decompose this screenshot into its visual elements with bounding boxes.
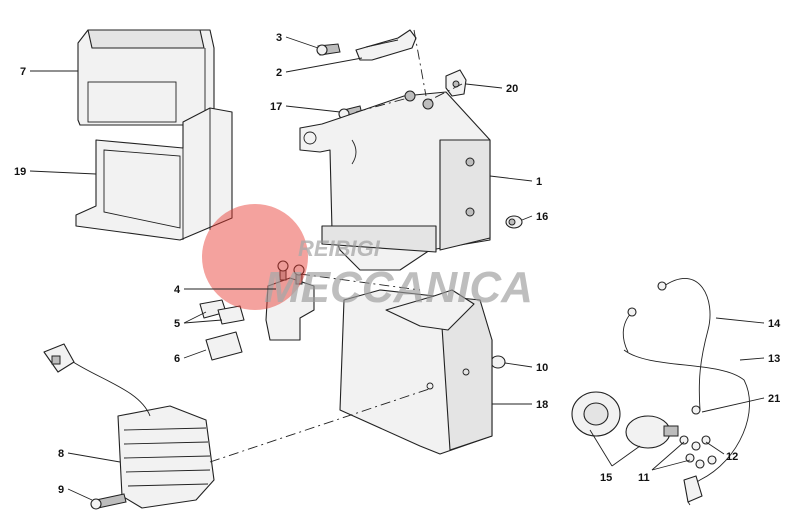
callout-9: 9 (58, 484, 64, 496)
battery-part (77, 29, 215, 126)
callout-18: 18 (536, 399, 548, 411)
callout-16: 16 (536, 211, 548, 223)
watermark-circle (202, 204, 308, 310)
watermark-logo: REIBIGI MECCANICA (202, 204, 533, 312)
callout-12: 12 (726, 451, 738, 463)
callout-19: 19 (14, 166, 26, 178)
callout-14: 14 (768, 318, 781, 330)
leader-lines (29, 36, 765, 501)
callout-5: 5 (174, 318, 180, 330)
callout-labels: 7 19 3 2 17 20 1 16 4 5 6 10 18 8 9 15 1… (14, 32, 781, 496)
relays-part (199, 299, 245, 361)
callout-21: 21 (768, 393, 780, 405)
callout-8: 8 (58, 448, 64, 460)
callout-13: 13 (768, 353, 780, 365)
callout-11: 11 (638, 472, 650, 484)
callout-1: 1 (536, 176, 542, 188)
main-bracket-part (299, 90, 491, 271)
callout-20: 20 (506, 83, 518, 95)
regulator-part (43, 343, 215, 510)
watermark-line1: REIBIGI (298, 236, 381, 261)
nut-clip-part (445, 69, 467, 97)
watermark-line2: MECCANICA (264, 263, 533, 312)
lower-plate-part (339, 289, 493, 455)
callout-3: 3 (276, 32, 282, 44)
callout-2: 2 (276, 67, 282, 79)
callout-17: 17 (270, 101, 282, 113)
wiring-harness-part (622, 278, 750, 506)
horn-part (571, 391, 679, 449)
clip-screw-part (316, 29, 417, 61)
assembly-lines (209, 29, 463, 463)
callout-4: 4 (174, 284, 181, 296)
callout-6: 6 (174, 353, 180, 365)
bush-16-part (505, 215, 523, 229)
callout-15: 15 (600, 472, 612, 484)
bush-10-part (490, 355, 506, 369)
callout-7: 7 (20, 66, 26, 78)
relay-holder-part (265, 260, 315, 341)
battery-tray-part (75, 107, 233, 241)
callout-10: 10 (536, 362, 548, 374)
